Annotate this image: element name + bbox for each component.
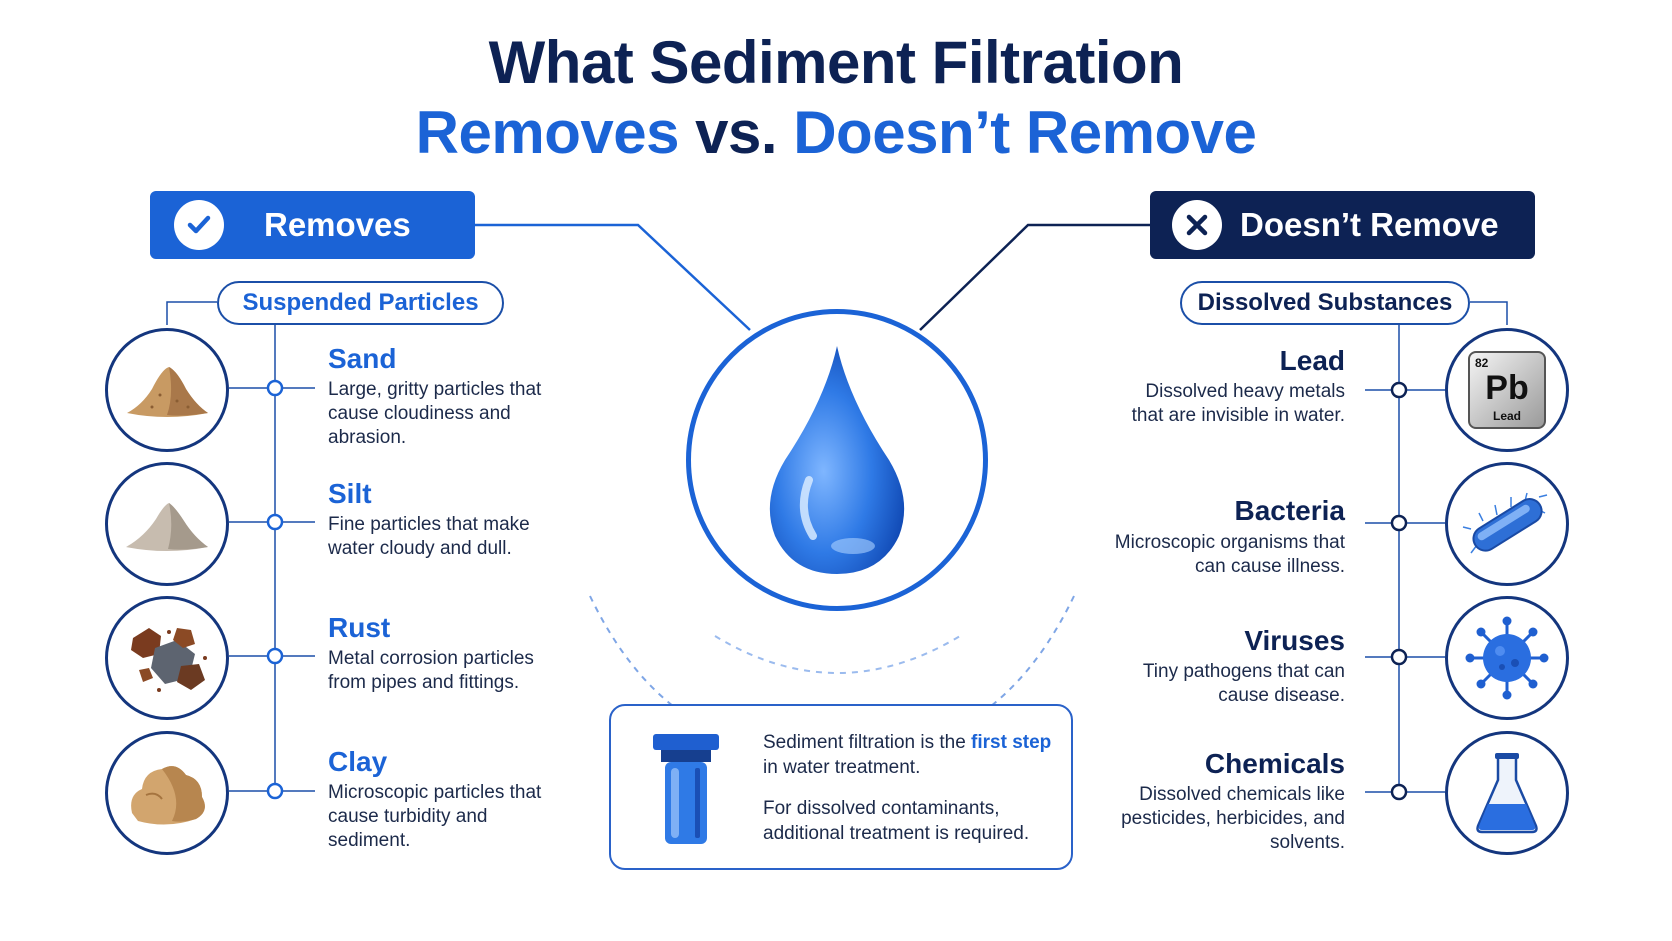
subtitle-doesnt-remove: Doesn’t Remove	[793, 99, 1257, 166]
doesnt-remove-banner-label: Doesn’t Remove	[1240, 206, 1499, 243]
clay-description: Microscopic particles that cause turbidi…	[328, 782, 542, 851]
x-icon	[1172, 200, 1222, 250]
info-box: Sediment filtration is the first step in…	[609, 704, 1073, 870]
dissolved-substances-label: Dissolved Substances	[1180, 281, 1470, 325]
subtitle-vs: vs.	[695, 99, 778, 166]
viruses-title: Viruses	[1244, 625, 1345, 656]
viruses-description: Tiny pathogens that can cause disease.	[1142, 661, 1345, 706]
sediment-filter-icon	[651, 732, 721, 853]
bacteria-title: Bacteria	[1234, 495, 1345, 526]
lead-description: Dissolved heavy metals that are invisibl…	[1131, 381, 1345, 426]
info-first-step-intro: Sediment filtration is the	[763, 732, 966, 753]
lead-tile-symbol: Pb	[1485, 369, 1529, 407]
clay-lump-icon	[105, 731, 229, 855]
chemicals-title: Chemicals	[1204, 748, 1345, 779]
lead-tile: 82 Pb Lead	[1468, 351, 1546, 429]
virus-icon	[1445, 596, 1569, 720]
page-title: What Sediment Filtration	[488, 29, 1184, 96]
info-paragraph-additional: For dissolved contaminants, additional t…	[763, 798, 1030, 844]
info-paragraph-first-step: Sediment filtration is the first step in…	[763, 730, 1058, 780]
rust-description: Metal corrosion particles from pipes and…	[328, 648, 534, 693]
info-first-step-highlight: first step	[971, 732, 1052, 753]
doesnt-remove-banner: Doesn’t Remove	[1150, 191, 1535, 259]
removes-banner: Removes	[150, 191, 475, 259]
check-icon	[174, 200, 224, 250]
sand-pile-icon	[105, 328, 229, 452]
sand-description: Large, gritty particles that cause cloud…	[328, 379, 542, 448]
chemicals-description: Dissolved chemicals like pesticides, her…	[1121, 784, 1345, 853]
silt-title: Silt	[328, 478, 372, 509]
silt-pile-icon	[105, 462, 229, 586]
page-subtitle: Removes vs. Doesn’t Remove	[0, 98, 1672, 167]
silt-description: Fine particles that make water cloudy an…	[328, 514, 530, 559]
lead-title: Lead	[1279, 345, 1345, 376]
flask-icon	[1445, 731, 1569, 855]
bacteria-description: Microscopic organisms that can cause ill…	[1114, 532, 1345, 577]
rust-flakes-icon	[105, 596, 229, 720]
lead-tile-name: Lead	[1492, 409, 1521, 423]
info-first-step-outro: in water treatment.	[763, 757, 921, 778]
lead-tile-number: 82	[1475, 356, 1489, 370]
rust-title: Rust	[328, 612, 391, 643]
suspended-particles-label: Suspended Particles	[217, 281, 504, 325]
subtitle-removes: Removes	[415, 99, 680, 166]
water-drop-icon	[686, 309, 988, 611]
sand-title: Sand	[328, 343, 397, 374]
bacteria-icon	[1445, 462, 1569, 586]
removes-banner-label: Removes	[264, 206, 411, 243]
clay-title: Clay	[328, 746, 388, 777]
lead-element-icon: 82 Pb Lead	[1445, 328, 1569, 452]
